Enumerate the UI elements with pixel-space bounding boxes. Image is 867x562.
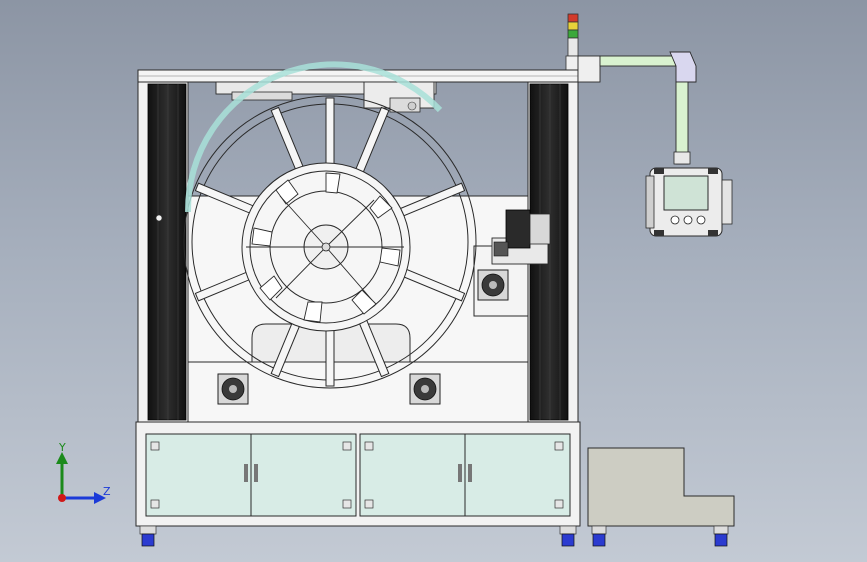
z-axis-label: Z xyxy=(103,485,111,498)
signal-tower xyxy=(565,13,581,71)
cooling-fan-right xyxy=(477,269,509,301)
step-platform xyxy=(587,447,735,547)
reel-wheel xyxy=(183,61,477,389)
cooling-fan-left xyxy=(217,373,249,405)
casters-main xyxy=(139,525,577,547)
coordinate-triad xyxy=(56,452,106,504)
drive-motor xyxy=(491,209,551,265)
top-beam xyxy=(137,69,579,83)
hmi-panel xyxy=(645,167,733,237)
cooling-fan-center xyxy=(409,373,441,405)
lower-cabinet xyxy=(135,421,581,527)
y-axis-label: Y xyxy=(59,441,66,454)
hmi-support-arm xyxy=(577,51,697,165)
